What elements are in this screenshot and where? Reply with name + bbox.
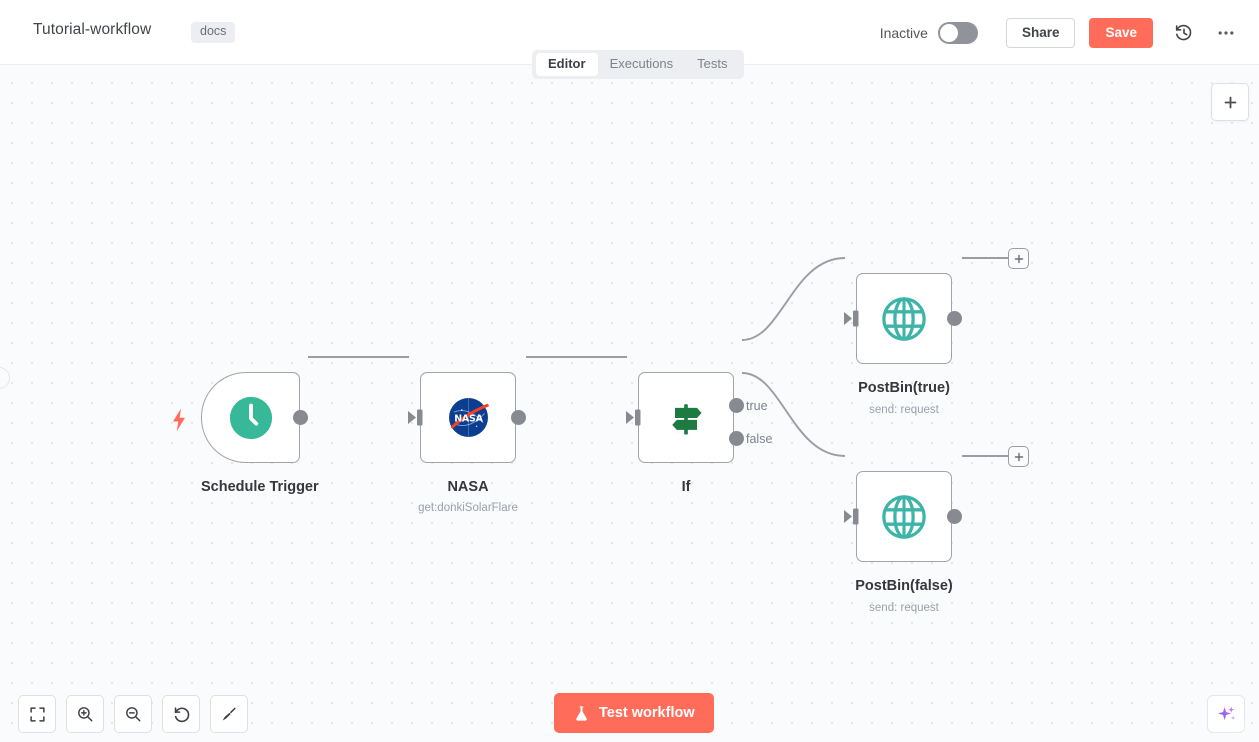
output-label-false: false	[746, 432, 773, 446]
test-workflow-button[interactable]: Test workflow	[554, 693, 714, 733]
workflow-title[interactable]: Tutorial-workflow	[33, 21, 152, 38]
node-postbin-true[interactable]	[856, 273, 952, 364]
canvas-bottom-bar: Test workflow	[0, 682, 1259, 742]
node-sublabel-nasa: get:donkiSolarFlare	[418, 502, 518, 514]
docs-tag[interactable]: docs	[191, 22, 236, 43]
port-output-if-false[interactable]	[729, 431, 744, 446]
add-node-button[interactable]	[1211, 83, 1249, 121]
node-schedule-trigger[interactable]	[201, 372, 300, 463]
port-input-if[interactable]	[626, 409, 644, 431]
globe-icon	[882, 494, 926, 539]
app-header: Tutorial-workflow docs Inactive Share Sa…	[0, 0, 1259, 65]
save-button[interactable]: Save	[1089, 17, 1153, 48]
broom-icon[interactable]	[210, 695, 248, 733]
tab-editor[interactable]: Editor	[536, 53, 598, 76]
history-clock-icon[interactable]	[1171, 20, 1197, 46]
node-if[interactable]	[638, 372, 734, 463]
add-node-endpoint-false[interactable]	[1008, 446, 1029, 467]
ai-assistant-button[interactable]	[1207, 695, 1245, 733]
lightning-bolt-icon	[170, 408, 188, 437]
tab-tests[interactable]: Tests	[697, 56, 728, 72]
node-label-if: If	[681, 479, 691, 495]
node-label-postbin-true: PostBin(true)	[858, 380, 950, 396]
header-actions: Inactive Share Save	[880, 0, 1239, 65]
port-output-postbin-true[interactable]	[947, 311, 962, 326]
canvas-tools	[18, 695, 248, 733]
toggle-knob	[939, 23, 958, 42]
activation-toggle[interactable]	[937, 21, 978, 44]
signpost-icon	[672, 403, 702, 434]
port-output-if-true[interactable]	[729, 398, 744, 413]
view-tabs: Editor Executions Tests	[532, 50, 744, 79]
ellipsis-icon[interactable]	[1213, 20, 1239, 46]
flask-icon	[576, 705, 587, 721]
node-postbin-false[interactable]	[856, 471, 952, 562]
node-label-nasa: NASA	[447, 479, 489, 495]
clock-icon	[229, 396, 272, 439]
zoom-in-icon[interactable]	[66, 695, 104, 733]
port-output-postbin-false[interactable]	[947, 509, 962, 524]
node-sublabel-postbin-false: send: request	[869, 602, 939, 614]
add-node-endpoint-true[interactable]	[1008, 248, 1029, 269]
output-label-true: true	[746, 399, 768, 413]
node-sublabel-postbin-true: send: request	[869, 404, 939, 416]
port-output-schedule-trigger[interactable]	[293, 410, 308, 425]
node-label-postbin-false: PostBin(false)	[855, 578, 953, 594]
node-nasa[interactable]: NASA	[420, 372, 516, 463]
test-workflow-label: Test workflow	[599, 705, 695, 721]
nasa-logo-icon: NASA	[448, 398, 489, 437]
zoom-out-icon[interactable]	[114, 695, 152, 733]
share-button[interactable]: Share	[1005, 17, 1076, 48]
port-input-nasa[interactable]	[408, 409, 426, 431]
workflow-canvas[interactable]: Schedule Trigger NASA NASA get:donkiSola…	[0, 65, 1259, 742]
undo-arrow-icon[interactable]	[162, 695, 200, 733]
sparkle-icon	[1217, 706, 1235, 720]
left-panel-handle[interactable]	[0, 367, 10, 389]
tab-executions[interactable]: Executions	[609, 56, 674, 72]
activation-status-label: Inactive	[879, 24, 928, 41]
globe-icon	[882, 296, 926, 341]
port-output-nasa[interactable]	[511, 410, 526, 425]
port-input-postbin-false[interactable]	[844, 508, 862, 530]
svg-text:NASA: NASA	[454, 414, 483, 425]
node-label-schedule-trigger: Schedule Trigger	[201, 479, 319, 495]
port-input-postbin-true[interactable]	[844, 310, 862, 332]
fit-screen-icon[interactable]	[18, 695, 56, 733]
connection-layer	[308, 257, 1008, 457]
